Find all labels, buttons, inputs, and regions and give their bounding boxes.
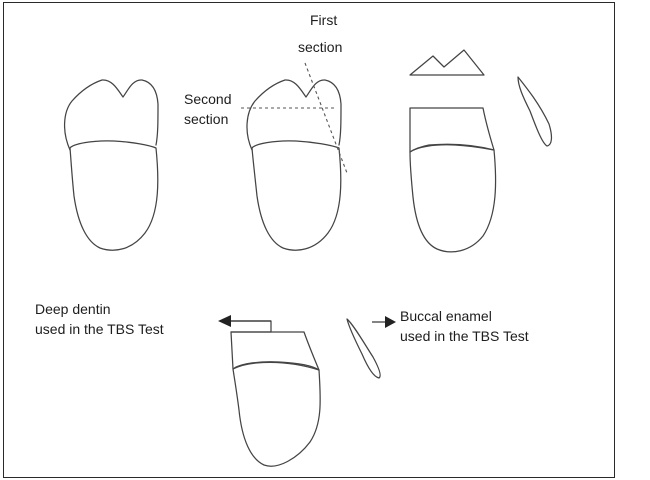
dentin-arrow-head xyxy=(218,315,231,327)
second-section-label-line2: section xyxy=(184,110,228,128)
tooth-intact xyxy=(65,80,158,250)
cusp-fragment xyxy=(410,50,484,75)
tooth-specimen xyxy=(221,319,380,466)
tooth-sectioned-root xyxy=(252,141,341,250)
deep-dentin-label-line1: Deep dentin xyxy=(35,300,111,318)
deep-dentin-label-line2: used in the TBS Test xyxy=(35,320,164,338)
tooth-intact-root xyxy=(70,141,158,250)
buccal-enamel-slice-lower xyxy=(347,319,380,378)
second-section-label-line1: Second xyxy=(184,90,231,108)
enamel-arrow xyxy=(372,316,396,328)
buccal-enamel-slice-upper xyxy=(518,77,551,146)
tooth-separated xyxy=(410,50,551,252)
first-section-label-line2: section xyxy=(298,38,342,56)
tooth-intact-crown xyxy=(65,80,158,150)
dentin-arrow xyxy=(218,315,271,327)
specimen-root xyxy=(233,362,320,466)
buccal-enamel-label-line1: Buccal enamel xyxy=(400,307,492,325)
enamel-arrow-head xyxy=(385,316,396,328)
first-section-label-line1: First xyxy=(310,11,337,29)
tooth-sectioned xyxy=(241,63,347,250)
tooth-separated-root xyxy=(410,145,496,252)
buccal-enamel-label-line2: used in the TBS Test xyxy=(400,327,529,345)
tooth-sectioned-crown xyxy=(247,80,341,150)
